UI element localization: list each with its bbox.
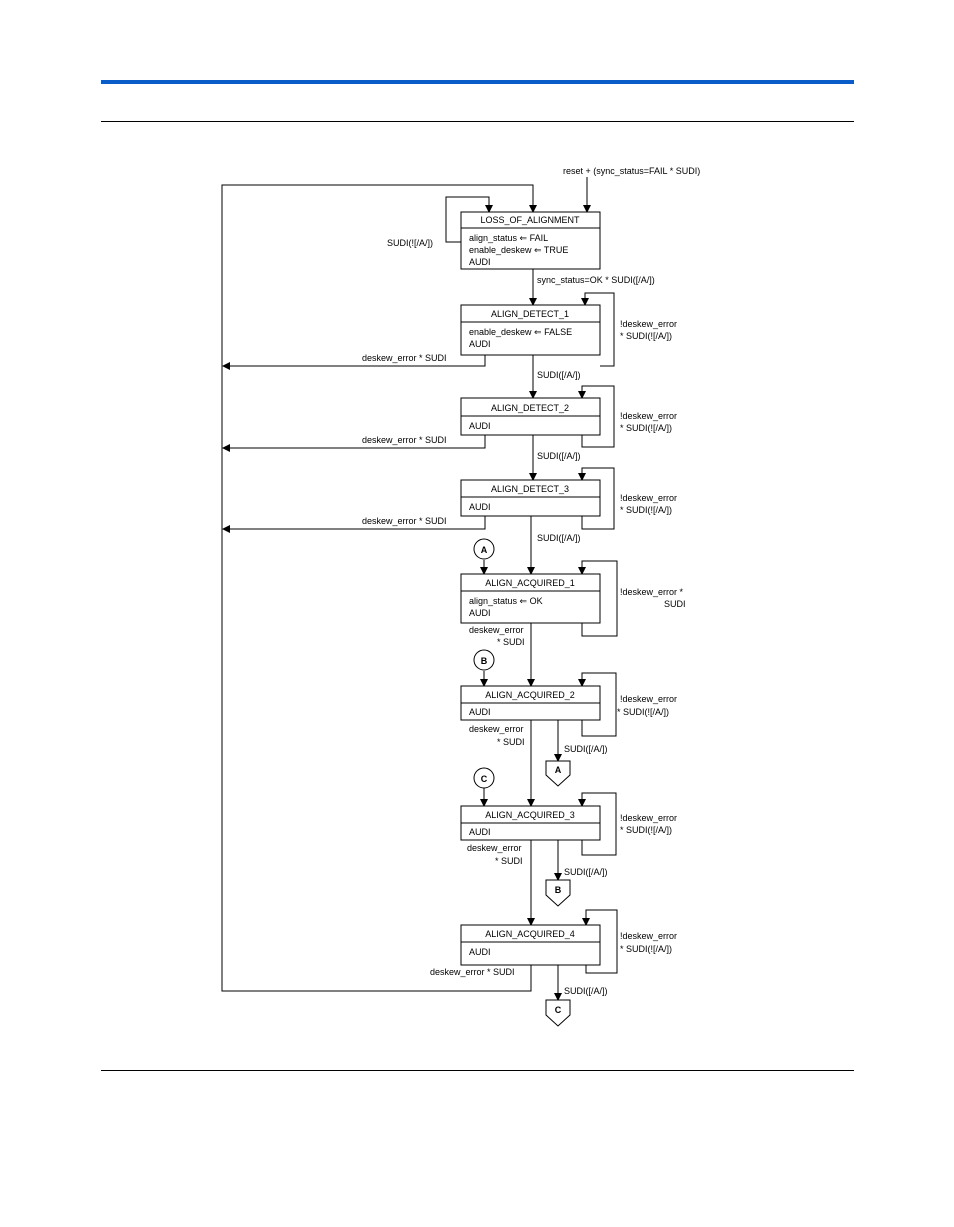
header-rule — [101, 121, 854, 122]
state-action: enable_deskew ⇐ FALSE — [469, 327, 572, 337]
a2-error-label-1: deskew_error — [469, 724, 524, 734]
svg-text:B: B — [555, 885, 562, 895]
d3-error-label: deskew_error * SUDI — [362, 516, 447, 526]
a1-self-label-2: SUDI — [664, 599, 686, 609]
a2-self-label-1: !deskew_error — [620, 694, 677, 704]
state-action: AUDI — [469, 257, 491, 267]
connector-a-entry: A — [473, 538, 495, 560]
d1-error-label: deskew_error * SUDI — [362, 353, 447, 363]
a2-self-loop — [578, 672, 617, 737]
state-title: ALIGN_DETECT_1 — [491, 309, 569, 319]
entry-condition-label: reset + (sync_status=FAIL * SUDI) — [563, 166, 700, 176]
d2-error-label: deskew_error * SUDI — [362, 435, 447, 445]
state-align-detect-1: ALIGN_DETECT_1 enable_deskew ⇐ FALSE AUD… — [460, 304, 601, 356]
state-title: LOSS_OF_ALIGNMENT — [480, 215, 580, 225]
d1-self-label-2: * SUDI(![/A/]) — [620, 331, 672, 341]
svg-text:A: A — [555, 765, 562, 775]
a3-self-label-1: !deskew_error — [620, 813, 677, 823]
state-action: align_status ⇐ OK — [469, 596, 543, 606]
d3-exit-label: SUDI([/A/]) — [537, 533, 581, 543]
d3-error-arrow — [222, 516, 486, 533]
a1-error-label-1: deskew_error — [469, 625, 524, 635]
svg-text:C: C — [481, 774, 488, 784]
a3-exit-label: SUDI([/A/]) — [564, 867, 608, 877]
state-title: ALIGN_ACQUIRED_2 — [485, 690, 575, 700]
state-action: AUDI — [469, 339, 491, 349]
connector-c-entry: C — [473, 767, 495, 789]
a2-error-label-2: * SUDI — [497, 737, 525, 747]
svg-text:C: C — [555, 1005, 562, 1015]
a3-self-loop — [578, 792, 617, 856]
state-title: ALIGN_ACQUIRED_1 — [485, 578, 575, 588]
d2-self-loop — [578, 385, 615, 448]
footer-rule — [101, 1070, 854, 1071]
a4-error-label: deskew_error * SUDI — [430, 967, 515, 977]
state-align-acquired-1: ALIGN_ACQUIRED_1 align_status ⇐ OK AUDI — [460, 573, 601, 624]
d3-self-loop — [578, 467, 615, 530]
state-align-detect-3: ALIGN_DETECT_3 AUDI — [460, 479, 601, 517]
state-action: AUDI — [469, 421, 491, 431]
a2-exit-label: SUDI([/A/]) — [564, 744, 608, 754]
d3-self-label-1: !deskew_error — [620, 493, 677, 503]
a1-self-label-1: !deskew_error * — [620, 587, 684, 597]
d2-exit-label: SUDI([/A/]) — [537, 451, 581, 461]
a4-self-loop — [582, 909, 618, 974]
d1-exit-label: SUDI([/A/]) — [537, 370, 581, 380]
loa-self-loop — [445, 196, 493, 243]
d2-error-arrow — [222, 435, 486, 452]
state-title: ALIGN_DETECT_3 — [491, 484, 569, 494]
a4-exit-label: SUDI([/A/]) — [564, 986, 608, 996]
state-title: ALIGN_ACQUIRED_4 — [485, 929, 575, 939]
loa-self-label: SUDI(![/A/]) — [387, 238, 433, 248]
a4-self-label-2: * SUDI(![/A/]) — [620, 944, 672, 954]
state-action: AUDI — [469, 608, 491, 618]
d2-self-label-1: !deskew_error — [620, 411, 677, 421]
return-bus-line — [221, 184, 537, 992]
a3-error-label-2: * SUDI — [495, 856, 523, 866]
state-loss-of-alignment: LOSS_OF_ALIGNMENT align_status ⇐ FAIL en… — [460, 211, 601, 270]
svg-text:B: B — [481, 656, 488, 666]
a3-error-label-1: deskew_error — [467, 843, 522, 853]
d1-error-arrow — [222, 355, 486, 370]
d1-self-loop — [581, 292, 615, 367]
state-action: AUDI — [469, 947, 491, 957]
state-action: AUDI — [469, 502, 491, 512]
svg-text:A: A — [481, 545, 488, 555]
state-align-acquired-2: ALIGN_ACQUIRED_2 AUDI — [460, 685, 601, 721]
d1-self-label-1: !deskew_error — [620, 319, 677, 329]
state-align-acquired-4: ALIGN_ACQUIRED_4 AUDI — [460, 924, 601, 966]
a3-self-label-2: * SUDI(![/A/]) — [620, 825, 672, 835]
d3-self-label-2: * SUDI(![/A/]) — [620, 505, 672, 515]
state-action: align_status ⇐ FAIL — [469, 233, 548, 243]
d2-self-label-2: * SUDI(![/A/]) — [620, 423, 672, 433]
a1-self-loop — [578, 560, 618, 637]
connector-a-exit: A — [545, 760, 571, 787]
state-title: ALIGN_DETECT_2 — [491, 403, 569, 413]
connector-c-exit: C — [545, 999, 571, 1027]
state-align-detect-2: ALIGN_DETECT_2 AUDI — [460, 397, 601, 436]
connector-b-exit: B — [545, 879, 571, 907]
state-action: AUDI — [469, 707, 491, 717]
state-align-acquired-3: ALIGN_ACQUIRED_3 AUDI — [460, 805, 601, 841]
state-title: ALIGN_ACQUIRED_3 — [485, 810, 575, 820]
a2-self-label-2: * SUDI(![/A/]) — [617, 707, 669, 717]
loa-exit-label: sync_status=OK * SUDI([/A/]) — [537, 275, 655, 285]
header-accent-rule — [101, 80, 854, 84]
a1-error-label-2: * SUDI — [497, 637, 525, 647]
a4-self-label-1: !deskew_error — [620, 931, 677, 941]
connector-b-entry: B — [473, 649, 495, 671]
state-action: AUDI — [469, 827, 491, 837]
state-action: enable_deskew ⇐ TRUE — [469, 245, 568, 255]
